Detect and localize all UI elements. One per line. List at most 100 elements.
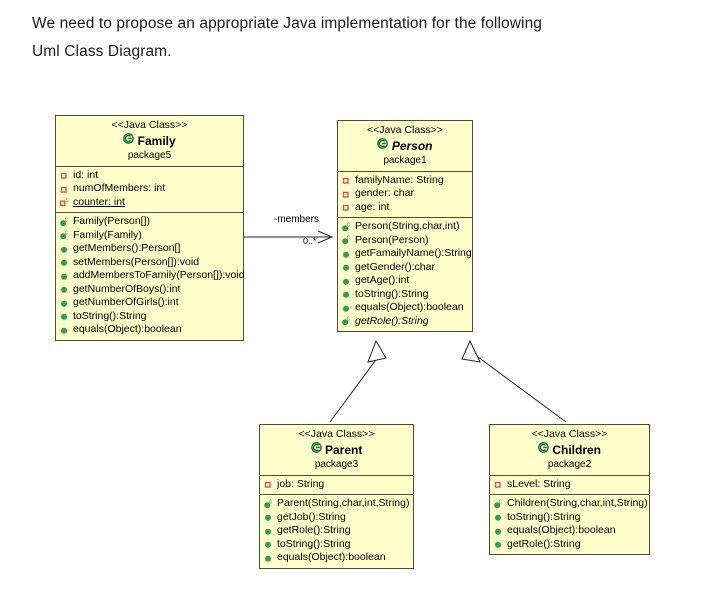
method-row[interactable]: getFamailyName():String (341, 247, 472, 261)
method-icon (341, 289, 352, 300)
method-label: addMembersToFamily(Person[]):void (73, 269, 245, 282)
class-name: Children (552, 442, 601, 457)
method-row[interactable]: C Children(String,char,int,String) (493, 497, 648, 511)
prompt-line-1: We need to propose an appropriate Java i… (32, 15, 543, 32)
method-row[interactable]: C Person(String,char,int) (341, 220, 469, 234)
class-methods: C Parent(String,char,int,String) getJob(… (260, 495, 413, 568)
method-row[interactable]: getJob():String (263, 511, 410, 525)
method-row[interactable]: getMembers():Person[] (59, 242, 240, 256)
constructor-icon: C (59, 217, 70, 228)
method-row[interactable]: getRole():String (263, 524, 410, 538)
class-title: Children (494, 441, 645, 458)
class-stereotype: <<Java Class>> (111, 119, 188, 131)
method-label: Family(Family) (73, 228, 142, 241)
class-package: package2 (547, 458, 592, 470)
method-row[interactable]: C Person(Person) (341, 234, 469, 248)
class-title: Parent (264, 441, 409, 458)
method-row[interactable]: getNumberOfGirls():int (59, 296, 240, 310)
method-label: equals(Object):boolean (73, 323, 182, 336)
class-header: <<Java Class>> Person package1 (338, 121, 472, 172)
method-row[interactable]: equals(Object):boolean (493, 524, 646, 538)
method-label: Person(String,char,int) (355, 220, 460, 233)
method-label: equals(Object):boolean (277, 551, 386, 564)
constructor-icon: C (341, 316, 352, 327)
private-field-icon (341, 189, 352, 200)
method-label: getNumberOfBoys():int (73, 282, 181, 295)
method-label: Family(Person[]) (73, 215, 151, 228)
method-row[interactable]: C Parent(String,char,int,String) (263, 497, 410, 511)
attribute-row-static[interactable]: S counter: int (59, 196, 240, 210)
method-icon (493, 526, 504, 537)
class-methods: C Family(Person[]) C Family(Family) getM… (56, 213, 245, 340)
class-package: package1 (383, 154, 427, 166)
attribute-row[interactable]: job: String (263, 478, 410, 492)
attribute-row[interactable]: age: int (341, 201, 469, 215)
method-row[interactable]: addMembersToFamily(Person[]):void (59, 269, 245, 283)
private-field-icon (59, 184, 70, 195)
constructor-icon: C (341, 222, 352, 233)
svg-text:C: C (347, 317, 351, 323)
prompt-text: We need to propose an appropriate Java i… (32, 10, 652, 66)
class-attributes: familyName: String gender: char age: int (338, 172, 472, 219)
method-label: setMembers(Person[]):void (73, 255, 200, 268)
method-label: Person(Person) (355, 233, 429, 246)
class-title: Person (342, 137, 468, 154)
method-label: toString():String (355, 287, 429, 300)
attribute-label: counter: int (73, 195, 125, 208)
attribute-row[interactable]: sLevel: String (493, 478, 646, 492)
attribute-label: age: int (355, 200, 390, 213)
method-icon (493, 539, 504, 550)
method-row[interactable]: toString():String (493, 511, 646, 525)
attribute-label: sLevel: String (507, 477, 571, 490)
attribute-row[interactable]: numOfMembers: int (59, 182, 240, 196)
attribute-label: id: int (73, 168, 99, 181)
private-field-icon (341, 175, 352, 186)
method-label: Children(String,char,int,String) (507, 497, 648, 510)
method-row[interactable]: getRole():String (493, 538, 646, 552)
method-row[interactable]: toString():String (59, 310, 240, 324)
private-field-icon (59, 170, 70, 181)
method-icon (263, 512, 274, 523)
method-row[interactable]: toString():String (263, 538, 410, 552)
class-header: <<Java Class>> Children package2 (490, 425, 649, 476)
method-row[interactable]: equals(Object):boolean (59, 323, 240, 337)
class-methods: C Children(String,char,int,String) toStr… (490, 495, 649, 554)
attribute-label: familyName: String (355, 173, 444, 186)
class-package: package3 (314, 458, 359, 470)
method-icon (59, 271, 70, 282)
association-multiplicity-label: 0..* (303, 236, 317, 246)
class-attributes: job: String (260, 476, 413, 496)
method-row[interactable]: C Family(Family) (59, 229, 240, 243)
uml-class-children[interactable]: <<Java Class>> Children package2 sLevel:… (489, 424, 650, 556)
method-row[interactable]: equals(Object):boolean (263, 551, 410, 565)
attribute-row[interactable]: gender: char (341, 187, 469, 201)
method-row[interactable]: getGender():char (341, 261, 469, 275)
method-label: toString():String (277, 537, 351, 550)
method-label: getRole():String (355, 314, 429, 327)
method-row[interactable]: getAge():int (341, 274, 469, 288)
class-attributes: id: int numOfMembers: int S counter: int (56, 167, 243, 214)
method-row[interactable]: toString():String (341, 288, 469, 302)
generalization-parent-person (329, 339, 387, 423)
method-label: toString():String (73, 309, 147, 322)
method-label: getMembers():Person[] (73, 242, 181, 255)
class-header: <<Java Class>> Family package5 (56, 116, 243, 167)
method-icon (59, 284, 70, 295)
uml-class-parent[interactable]: <<Java Class>> Parent package3 job: Stri… (259, 424, 414, 569)
class-attributes: sLevel: String (490, 476, 649, 496)
attribute-row[interactable]: id: int (59, 169, 240, 183)
uml-class-family[interactable]: <<Java Class>> Family package5 id: int n… (55, 115, 245, 341)
method-row[interactable]: C Family(Person[]) (59, 215, 240, 229)
method-row[interactable]: equals(Object):boolean (341, 301, 469, 315)
class-package: package5 (127, 149, 172, 161)
method-row-abstract[interactable]: C getRole():String (341, 315, 469, 329)
attribute-row[interactable]: familyName: String (341, 174, 469, 188)
svg-text:C: C (65, 231, 69, 237)
uml-class-person[interactable]: <<Java Class>> Person package1 familyNam… (337, 120, 473, 333)
method-row[interactable]: setMembers(Person[]):void (59, 256, 240, 270)
method-row[interactable]: getNumberOfBoys():int (59, 283, 240, 297)
private-field-icon (263, 479, 274, 490)
attribute-label: job: String (277, 477, 325, 490)
method-icon (59, 311, 70, 322)
